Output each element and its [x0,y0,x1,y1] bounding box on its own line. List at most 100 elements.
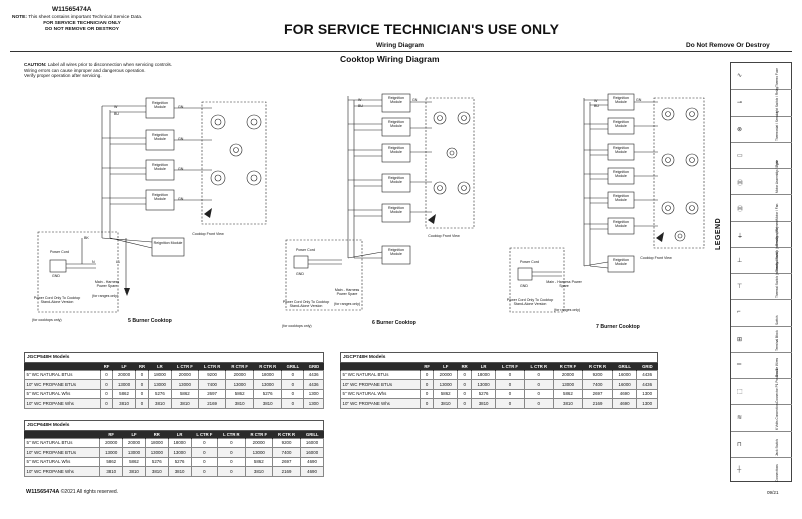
gnd-label: GND [520,284,528,288]
power-cord-label: Power Cord [520,260,539,264]
table-cell: 20000 [99,437,124,448]
legend-item: ⊸Light Switch / Relay [731,86,792,115]
reignition-module-label: Reignition Module [388,206,404,214]
table-cell: 0 [495,388,525,399]
table-cell: 18000 [253,369,283,380]
table-header-cell: L CTR F [190,430,218,438]
seven-burner-diagram: W BU Reignition Module Reignition Module… [506,88,711,333]
table-header-cell [23,430,100,438]
table-cell: 5276 [147,388,172,399]
table-header-cell: LR [147,362,172,370]
table-cell: 2169 [271,466,302,477]
table-cell: 16000 [300,447,324,458]
table-cell: 13000 [122,447,146,458]
table-cell: 0 [495,379,525,390]
reignition-module-label: Reignition Module [152,193,168,201]
legend-symbol-icon: ⏚ [737,233,744,240]
legend-label: Connector P1 Position 1 [775,368,779,404]
legend-box: ∿Thermo Fuse⊸Light Switch / Relay⊗Thermo… [730,62,792,482]
table-cell: 18000 [470,369,497,380]
table-cell: 10" WC PROPANE Whs [24,398,101,409]
legend-label: Connections [775,464,779,482]
table-cell: 16000 [611,379,638,390]
table-cell: 4436 [303,369,324,380]
section-title: Cooktop Wiring Diagram [340,54,440,64]
service-note: NOTE: This sheet contains important Tech… [12,15,192,33]
table-cell: 0 [99,398,114,409]
legend-label: Motor Assembly / Light [775,161,779,194]
table-cell: 3810 [433,398,459,409]
table-cell: 5862 [112,388,137,399]
table-cell: 7400 [197,379,227,390]
table-header-cell: RF [420,362,434,370]
table-cell: 20000 [122,437,146,448]
cooktop-front-view-label: Cooktop Front View [640,256,672,260]
reignition-module-label: Reignition Module [388,176,404,184]
table-cell: 2169 [582,398,613,409]
legend-item: ⊓Jack Switch [731,430,792,457]
table-header-cell: LF [112,362,136,370]
seven-burner-caption: 7 Burner Cooktop [596,324,640,330]
table-cell: 3810 [253,398,283,409]
legend-label: Light Switch / Relay [775,86,779,115]
wire-label-w: W [358,98,362,102]
table-cell: 20000 [433,369,459,380]
table-cell: 2697 [582,388,613,399]
table-cell: 5" WC NATURAL Whs [23,456,101,467]
table-cell: 5862 [244,456,273,467]
gnd-label: GND [52,274,60,278]
table-header-cell: R CTR F [552,362,583,370]
wire-label-bu: BU [358,104,363,108]
table-header-cell: L CTR R [197,362,226,370]
legend-item: ┼Connections [731,456,792,483]
table-cell: 10" WC PROPANE Whs [23,466,101,477]
legend-symbol-icon: ⊥ [737,257,743,264]
table-cell: 13000 [225,379,255,390]
wire-label-bu: BU [114,112,119,116]
legend-symbol-icon: Ⓜ [737,181,744,188]
legend-item: Ⓜ Motor Assembly / Light [731,161,792,194]
table-cell: 20000 [225,369,255,380]
table-cell: 4436 [636,369,658,380]
table-cell: 0 [217,437,246,448]
note-text: This sheet contains important Technical … [28,15,143,20]
do-not-remove-text: DO NOT REMOVE OR DESTROY [45,27,119,32]
table-header-cell: R CTR R [271,430,301,438]
note-prefix: NOTE: [12,15,27,20]
table-cell: 10" WC PROPANE BTUs [24,379,101,390]
table-cell: 13000 [170,379,199,390]
table-cell: 5276 [253,388,283,399]
legend-symbol-icon: ⊗ [737,126,743,133]
table-cell: 18000 [167,437,192,448]
reignition-module-label: Reignition Module [613,194,629,202]
wire-label-bu: BU [594,104,599,108]
table-cell: 4690 [611,388,638,399]
ranges-only-note: (for ranges only) [92,294,119,298]
table-cell: 3810 [112,398,137,409]
table-cell: 0 [190,456,219,467]
table-cell: 18000 [147,369,172,380]
reignition-module-label: Reignition Module [613,170,629,178]
reignition-module-label: Reignition Module [388,120,404,128]
table-cell: 13000 [552,379,584,390]
table-title: JGCP648H Models [24,420,324,431]
caution-line-3: Verify proper operation after servicing. [24,73,102,79]
legend-symbol-icon: ⊤ [737,284,743,291]
table-cell: 16000 [611,369,638,380]
table-cell: 0 [190,437,219,448]
table-cell: 0 [420,369,435,380]
table-cell: 3810 [470,398,497,409]
legend-label: 6 Volts Connection [775,402,779,430]
table-header-cell: R CTR R [253,362,282,370]
legend-label: Terminal Block [775,330,779,351]
table-cell: 3810 [122,466,146,477]
ranges-only-note: (for ranges only) [554,308,581,312]
table-cell: 5" WC NATURAL BTUs [23,437,101,448]
table-cell: 0 [190,466,219,477]
table-cell: 0 [523,398,554,409]
footer-copyright: ©2021 All rights reserved. [60,489,119,495]
